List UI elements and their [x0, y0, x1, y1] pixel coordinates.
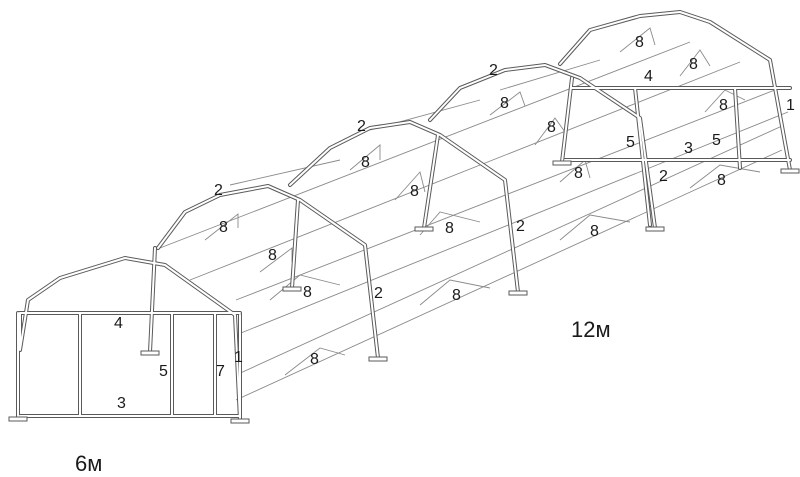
inner-post-2: [291, 199, 299, 289]
back-door-post: [734, 87, 741, 169]
label-side-brace-3: 8: [303, 284, 312, 301]
label-side-brace-4: 8: [310, 351, 319, 368]
arch-4: [429, 64, 656, 229]
frame-outline: [16, 10, 792, 422]
label-side-brace-14: 8: [689, 56, 698, 73]
arch-2-outline: [156, 184, 380, 360]
label-side-brace-1: 8: [219, 219, 228, 236]
label-middle-post-back-1: 5: [626, 134, 635, 151]
dimension-labels: 6м 12м: [75, 317, 611, 476]
frame-core: [17, 11, 791, 421]
base-plate-7: [508, 290, 528, 296]
label-arch-rafter-4: 2: [374, 285, 383, 302]
label-side-brace-15: 8: [719, 97, 728, 114]
base-plate-10: [780, 168, 800, 174]
label-side-brace-12: 8: [590, 223, 599, 240]
dimension-width: 6м: [75, 451, 102, 472]
label-side-brace-13: 8: [635, 34, 644, 51]
label-bottom-beam-front: 3: [117, 395, 126, 412]
label-side-brace-9: 8: [500, 95, 509, 112]
label-door-post: 7: [216, 363, 225, 380]
inner-post-3: [423, 134, 439, 229]
label-corner-post-back: 1: [786, 97, 795, 114]
label-top-beam-front: 4: [114, 315, 123, 332]
label-middle-post-back-2: 5: [712, 132, 721, 149]
label-arch-rafter-2: 2: [357, 118, 366, 135]
label-arch-rafter-5: 2: [516, 218, 525, 235]
back-middle-post: [634, 87, 651, 226]
base-plate-9: [645, 226, 665, 232]
base-plate-2: [230, 418, 250, 424]
arch-5-outline: [558, 10, 792, 172]
base-plate-1: [8, 416, 28, 422]
label-middle-post-front: 5: [159, 363, 168, 380]
label-side-brace-16: 8: [717, 172, 726, 189]
label-side-brace-11: 8: [574, 165, 583, 182]
dimension-length: 12м: [571, 317, 611, 342]
inner-post-4: [561, 77, 573, 163]
base-plates: [8, 160, 800, 424]
label-side-brace-5: 8: [361, 154, 370, 171]
base-plate-3: [140, 350, 160, 356]
base-plate-8: [552, 160, 572, 166]
part-labels: 2 2 2 2 2 2 1 1 4 4 3 3 5 5 5 7 8 8 8 8 …: [114, 34, 795, 412]
arch-3: [289, 121, 519, 293]
arch-5: [559, 11, 791, 171]
arch-2: [157, 185, 379, 359]
label-arch-rafter-6: 2: [659, 168, 668, 185]
label-bottom-beam-back: 3: [684, 140, 693, 157]
front-arch: [19, 257, 241, 421]
base-plate-6: [414, 226, 434, 232]
label-corner-post-front: 1: [234, 349, 243, 366]
arch-3-outline: [288, 120, 520, 294]
base-plate-5: [368, 356, 388, 362]
label-arch-rafter-3: 2: [489, 62, 498, 79]
label-side-brace-8: 8: [452, 287, 461, 304]
label-side-brace-10: 8: [547, 119, 556, 136]
label-side-brace-6: 8: [410, 183, 419, 200]
inner-post-1: [149, 247, 156, 353]
label-top-beam-back: 4: [644, 68, 653, 85]
label-side-brace-7: 8: [445, 220, 454, 237]
label-side-brace-2: 8: [268, 247, 277, 264]
label-arch-rafter-1: 2: [214, 182, 223, 199]
base-plate-4: [282, 286, 302, 292]
